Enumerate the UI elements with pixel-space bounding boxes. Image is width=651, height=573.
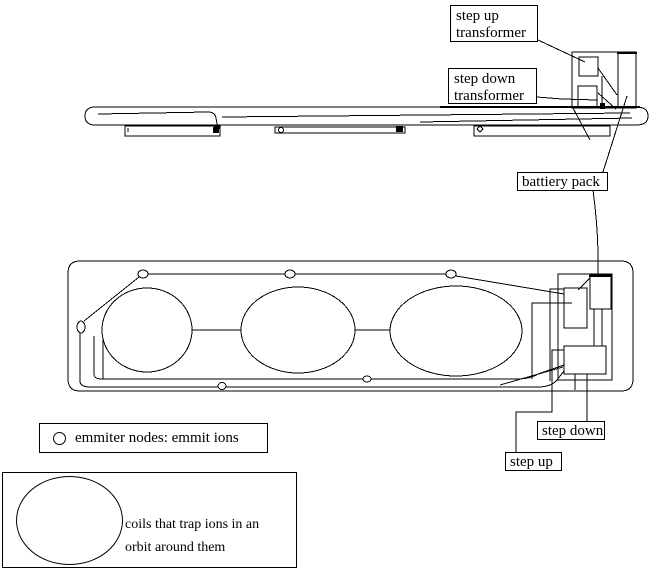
emitter-legend-text: emmiter nodes: emmit ions [75,429,239,446]
emitter-node-bottom-2 [362,375,372,383]
emitter-node-bottom-1 [217,382,227,390]
bottom-wire-2 [93,336,565,380]
leader-battery-down [592,189,599,275]
step-down-transformer-side [577,85,598,109]
coil-1 [101,287,193,373]
board-inner-line-1 [97,111,219,129]
board-inner-line-3 [419,117,633,123]
tray-left [124,125,221,137]
deck-outline [67,260,634,392]
board-side-outline [84,106,649,126]
pack-joint-mark [600,103,605,109]
step-up-transformer-top [563,287,588,329]
emitter-legend: emmiter nodes: emmit ions [39,423,268,453]
battery-top [589,274,612,310]
coils-legend-line2: orbit around them [125,540,226,555]
step-down-label: step down [537,421,605,440]
left-node-diagonal [83,276,140,322]
coils-legend-line1: coils that trap ions in an [125,517,260,532]
bottom-wire-1 [79,333,565,388]
board-inner-line-2 [221,112,631,118]
pack-diagonal-2 [597,92,617,110]
side-view-drawing [84,39,649,275]
leader-step-down-transformer [536,96,598,101]
tray-right [473,125,611,137]
coils-legend: coils that trap ions in an orbit around … [2,472,297,568]
large-ellipse-icon [16,476,123,565]
pack-housing-top [557,273,613,381]
step-up-label: step up [505,452,562,471]
step-up-transformer-side [578,56,599,77]
top-rail-diagonal [455,275,565,295]
leader-step-up-transformer [537,39,586,63]
emitter-node-top-1 [137,269,149,279]
battery-side [617,51,637,109]
coil-3 [389,285,523,377]
rail-bar [274,126,406,134]
feed-wire-2 [549,288,564,381]
battery-pack-label: battiery pack [517,172,608,191]
pack-diagonal-1 [597,67,618,96]
tray-left-mark [213,127,219,133]
emitter-node-left [76,320,86,334]
feed-wire-1 [531,302,572,379]
leader-step-up [515,349,564,452]
step-up-transformer-label-line2: transformer [456,25,526,41]
step-up-transformer-label: step up transformer [450,5,538,42]
small-circle-icon [53,431,66,445]
compartment-diagonal [577,277,591,291]
step-down-transformer-label: step down transformer [448,68,537,104]
leader-battery-up [602,95,628,173]
coil-2 [240,286,356,374]
step-up-transformer-label-line1: step up [456,8,499,24]
step-down-transformer-top [563,345,607,375]
tray-right-diamond [476,125,484,133]
rail-node [278,127,284,133]
step-down-transformer-label-line1: step down [454,71,516,87]
rail-end-mark [396,126,403,132]
step-down-transformer-label-line2: transformer [454,88,524,104]
coils-legend-text: coils that trap ions in an orbit around … [125,513,259,559]
leader-stray [572,107,591,141]
top-view-drawing [67,260,634,452]
emitter-node-top-3 [445,269,457,279]
emitter-node-top-2 [284,269,296,279]
